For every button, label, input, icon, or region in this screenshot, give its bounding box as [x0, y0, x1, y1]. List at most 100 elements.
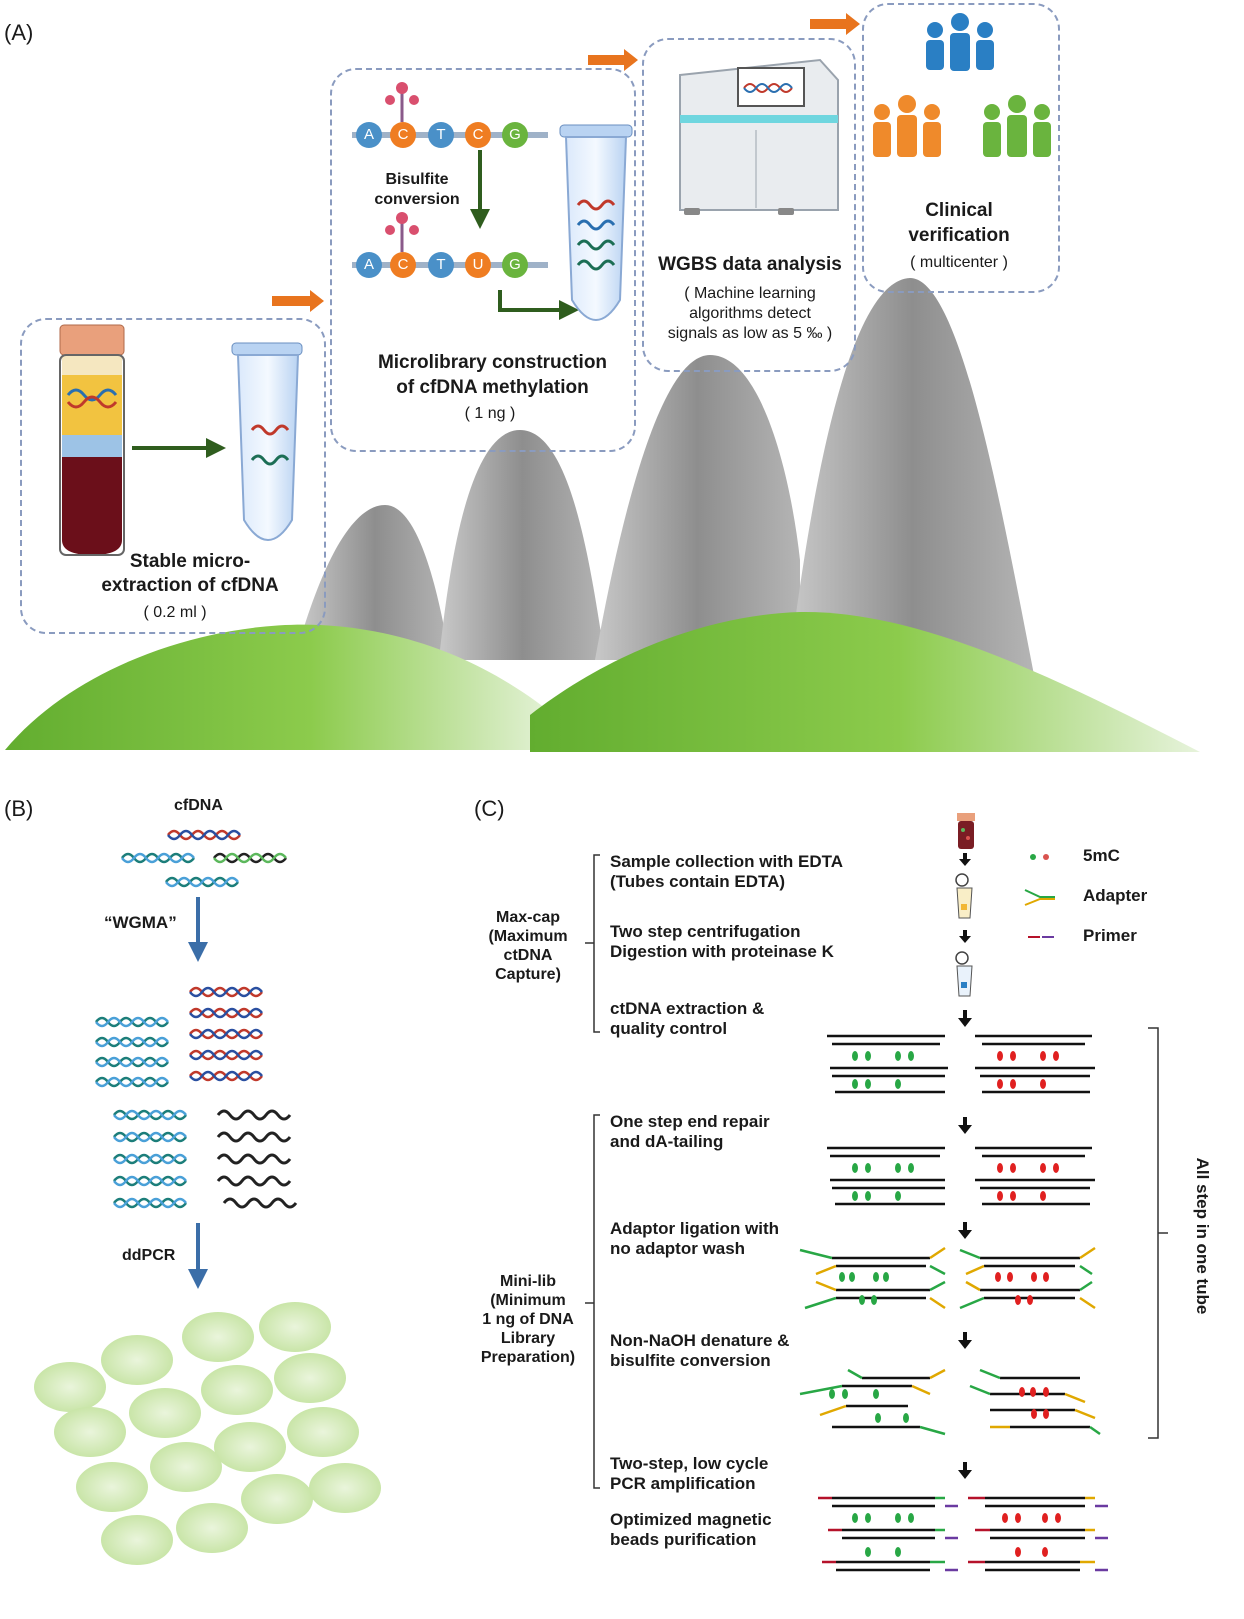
- c-step-2-line2: Digestion with proteinase K: [610, 942, 834, 961]
- c-step-5-line2: no adaptor wash: [610, 1239, 746, 1258]
- methyl-dots: [852, 1051, 1059, 1201]
- c-step-1: Sample collection with EDTA (Tubes conta…: [610, 852, 843, 892]
- bases-top-row: A C T C G: [352, 122, 532, 150]
- step4-title-line2: verification: [908, 225, 1010, 246]
- bisulfite-label: Bisulfite conversion: [362, 170, 472, 210]
- step1-title: Stable micro- extraction of cfDNA: [60, 550, 320, 598]
- base-g-top: G: [502, 122, 528, 148]
- base-c-bottom: C: [390, 252, 416, 278]
- process-tubes: [955, 813, 975, 997]
- people-groups: [873, 13, 1051, 157]
- step2-title-line2: of cfDNA methylation: [396, 377, 589, 398]
- maxcap-group-label: Max-cap (Maximum ctDNA Capture): [468, 908, 588, 984]
- base-t-bottom: T: [428, 252, 454, 278]
- eppendorf-tube-1: [231, 342, 303, 541]
- legend-5mc: 5mC: [1083, 846, 1120, 865]
- base-c2-top: C: [465, 122, 491, 148]
- step2-title-line1: Microlibrary construction: [377, 352, 608, 373]
- c-step-7-line2: PCR amplification: [610, 1474, 756, 1493]
- minilib-line2: (Minimum: [490, 1292, 566, 1309]
- maxcap-line4: Capture): [495, 966, 561, 983]
- step-box-clinical: [862, 3, 1060, 293]
- step1-note: ( 0.2 ml ): [143, 604, 207, 621]
- step3-note: ( Machine learning algorithms detect sig…: [645, 284, 855, 344]
- step1-title-line1: Stable micro-: [129, 551, 251, 572]
- bisulfite-label-line1: Bisulfite: [385, 171, 449, 188]
- wgma-label: “WGMA”: [104, 913, 177, 932]
- c-step-1-line1: Sample collection with EDTA: [610, 852, 843, 871]
- c-step-6: Non-NaOH denature & bisulfite conversion: [610, 1331, 789, 1371]
- step-box-extraction: [20, 318, 326, 634]
- c-step-2-line1: Two step centrifugation: [610, 922, 801, 941]
- c-step-4: One step end repair and dA-tailing: [610, 1112, 770, 1152]
- c-step-7-line1: Two-step, low cycle: [610, 1454, 769, 1473]
- bisulfite-label-line2: conversion: [374, 191, 460, 208]
- ddpcr-label: ddPCR: [122, 1247, 176, 1264]
- c-step-8: Optimized magnetic beads purification: [610, 1510, 772, 1550]
- c-step-6-line1: Non-NaOH denature &: [610, 1331, 790, 1350]
- minilib-line5: Preparation): [480, 1349, 576, 1366]
- panel-label-a: (A): [4, 20, 34, 45]
- base-g-bottom: G: [502, 252, 528, 278]
- legend-adapter: Adapter: [1083, 886, 1148, 905]
- adapter-ligated-fragments: [799, 1246, 1101, 1436]
- cfdna-fragments: [121, 829, 287, 888]
- panel-label-b: (B): [4, 796, 34, 821]
- minilib-line4: Library: [500, 1330, 556, 1347]
- pcr-dots: [852, 1513, 1061, 1557]
- dna-strand-stacks: [827, 1034, 1095, 1206]
- amplified-dna: [95, 986, 298, 1209]
- ddpcr-droplets: [34, 1302, 381, 1565]
- eppendorf-tube-2: [559, 124, 633, 321]
- c-step-3-line1: ctDNA extraction &: [610, 999, 765, 1018]
- c-step-6-line2: bisulfite conversion: [610, 1351, 771, 1370]
- step2-title: Microlibrary construction of cfDNA methy…: [340, 350, 645, 400]
- c-step-8-line1: Optimized magnetic: [610, 1510, 772, 1529]
- green-hills: [5, 611, 1200, 752]
- step4-title-line1: Clinical: [925, 200, 993, 221]
- minilib-group-label: Mini-lib (Minimum 1 ng of DNA Library Pr…: [468, 1272, 588, 1367]
- base-c-top: C: [390, 122, 416, 148]
- panel-label-c: (C): [474, 796, 505, 821]
- c-step-3-line2: quality control: [610, 1019, 728, 1038]
- step3-title: WGBS data analysis: [658, 254, 842, 275]
- base-a-bottom: A: [356, 252, 382, 278]
- flow-arrows: [272, 13, 860, 312]
- legend-marks: [1024, 854, 1055, 938]
- legend-primer: Primer: [1083, 926, 1137, 945]
- pcr-product-fragments: [818, 1496, 1108, 1572]
- c-step-5-line1: Adaptor ligation with: [610, 1219, 780, 1238]
- c-step-1-line2: (Tubes contain EDTA): [610, 872, 786, 891]
- c-step-3: ctDNA extraction & quality control: [610, 999, 764, 1039]
- step2-note: ( 1 ng ): [464, 405, 516, 422]
- step3-note-line2: algorithms detect: [689, 305, 811, 322]
- c-step-2: Two step centrifugation Digestion with p…: [610, 922, 834, 962]
- step1-title-line2: extraction of cfDNA: [101, 575, 279, 596]
- c-step-4-line1: One step end repair: [610, 1112, 770, 1131]
- cfdna-label: cfDNA: [174, 797, 223, 814]
- step3-note-line1: ( Machine learning: [684, 285, 816, 302]
- maxcap-line2: (Maximum: [488, 928, 568, 945]
- base-t-top: T: [428, 122, 454, 148]
- c-step-4-line2: and dA-tailing: [610, 1132, 724, 1151]
- c-step-5: Adaptor ligation with no adaptor wash: [610, 1219, 779, 1259]
- down-arrows: [958, 853, 972, 1479]
- step-brackets: [585, 854, 1168, 1489]
- base-u-bottom: U: [465, 252, 491, 278]
- minilib-line1: Mini-lib: [500, 1273, 556, 1290]
- step3-note-line3: signals as low as 5 ‰ ): [667, 325, 833, 342]
- step-box-microlibrary: [330, 68, 636, 452]
- c-step-7: Two-step, low cycle PCR amplification: [610, 1454, 768, 1494]
- one-tube-side-label: All step in one tube: [1193, 1157, 1212, 1315]
- maxcap-line1: Max-cap: [495, 909, 561, 926]
- base-a-top: A: [356, 122, 382, 148]
- step4-note: ( multicenter ): [910, 254, 1008, 271]
- c-step-8-line2: beads purification: [610, 1530, 757, 1549]
- bases-bottom-row: A C T U G: [352, 252, 532, 280]
- step-box-wgbs: [642, 38, 856, 372]
- mountain-range: [300, 278, 1035, 680]
- adapter-dots: [829, 1272, 1049, 1423]
- sequencer-machine: [679, 58, 839, 215]
- blood-tube: [59, 324, 125, 556]
